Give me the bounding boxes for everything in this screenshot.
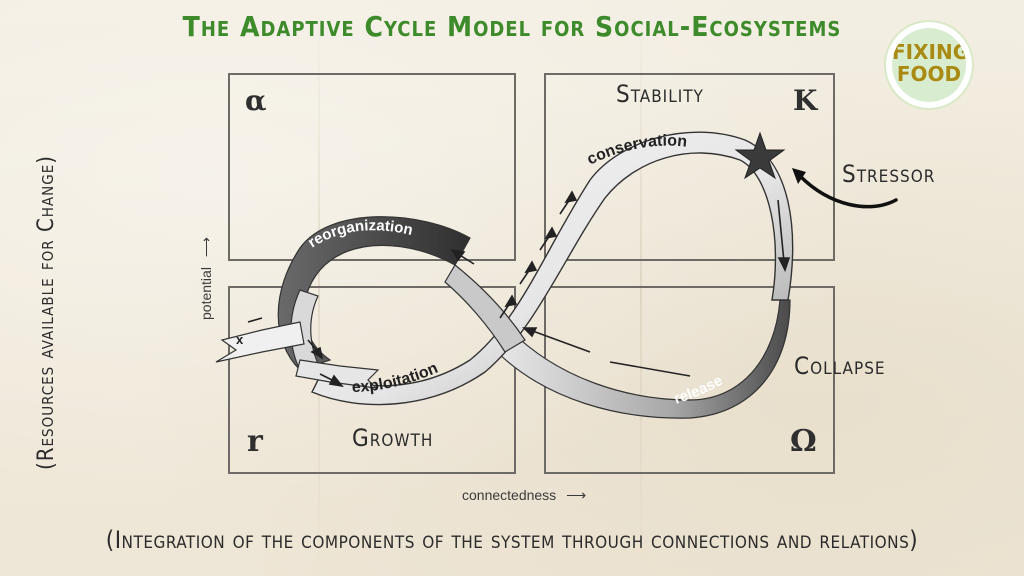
quadrant-r (228, 286, 516, 474)
logo-text-top: FIXING (892, 40, 966, 64)
curved-arrow-head (792, 168, 806, 184)
logo-text-bottom: FOOD (896, 62, 962, 86)
alpha-symbol: α (245, 84, 267, 117)
arrow-right-icon: ⟶ (566, 487, 587, 503)
growth-label: Growth (352, 424, 434, 452)
stressor-label: Stressor (842, 160, 936, 188)
exploitation-loop (290, 289, 324, 373)
exit-label: x (236, 332, 244, 347)
logo-badge: FIXING FOOD (892, 28, 966, 102)
quadrant-k (544, 73, 835, 261)
paper-fold-line (640, 0, 642, 576)
release-band (494, 299, 791, 419)
star-icon (734, 131, 786, 180)
curved-arrow-icon (798, 174, 898, 209)
flow-arrows (247, 190, 791, 388)
omega-symbol: Ω (790, 424, 817, 459)
exit-tail (215, 321, 305, 363)
page-title: The Adaptive Cycle Model for Social-Ecos… (182, 10, 842, 43)
connectedness-text: connectedness (462, 487, 557, 503)
quadrant-alpha (228, 73, 516, 261)
k-symbol: K (793, 84, 818, 117)
release-to-reorganization-band (444, 264, 526, 353)
exploitation-tail (295, 359, 380, 389)
connectedness-axis-label: connectedness ⟶ (462, 487, 586, 504)
paper-fold-line (318, 0, 320, 576)
bottom-caption: (Integration of the components of the sy… (105, 526, 919, 554)
fixing-food-logo: FIXING FOOD (886, 22, 972, 108)
r-symbol: r (247, 424, 263, 459)
stability-label: Stability (616, 80, 704, 108)
collapse-label: Collapse (794, 352, 886, 380)
